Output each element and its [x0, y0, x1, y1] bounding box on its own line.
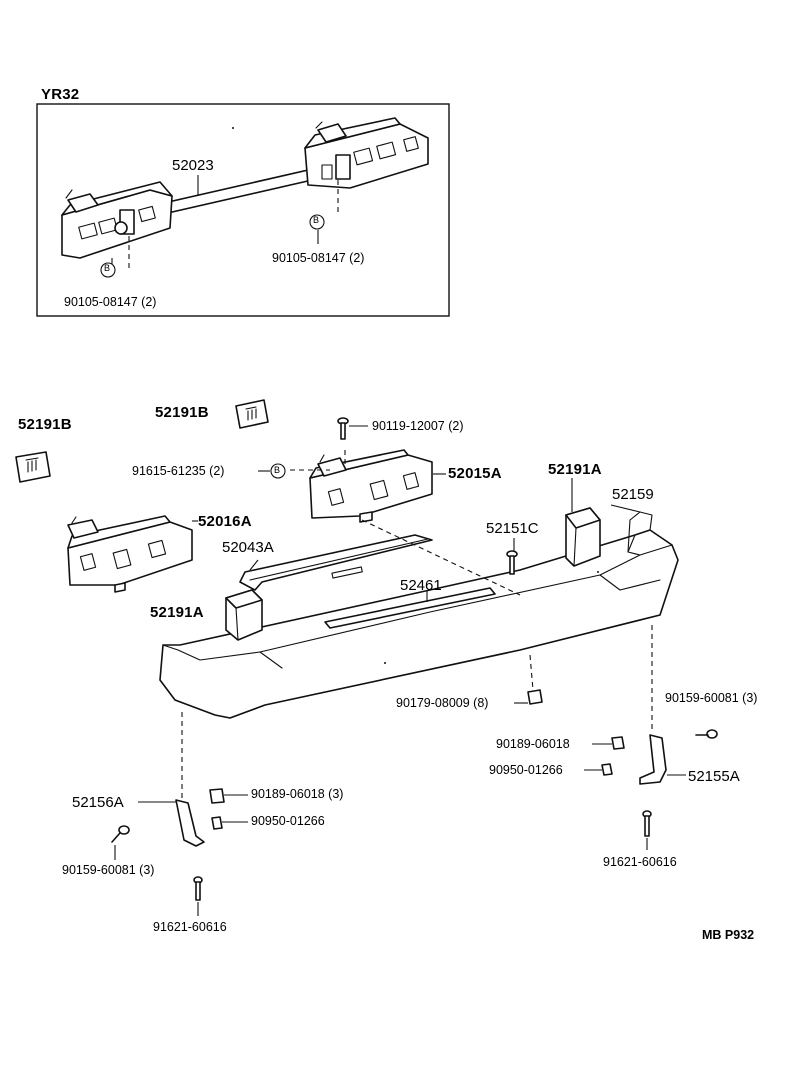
label-molding: 52461 [400, 577, 442, 594]
inset-b-marker-right: B [313, 215, 320, 225]
label-bracket-right: 52015A [448, 465, 502, 482]
nut-left-drawing [209, 788, 248, 804]
label-clip-bottom: 90179-08009 (8) [396, 696, 489, 710]
label-inset-bolt-right: 90105-08147 (2) [272, 251, 365, 265]
clip-bottom-drawing [514, 689, 543, 705]
nut-right-drawing [592, 736, 625, 750]
label-pad-top-center: 52191B [155, 404, 209, 421]
label-side-support-left: 52156A [72, 794, 124, 811]
inset-frame [36, 103, 450, 317]
label-pad-left: 52191A [150, 604, 204, 621]
label-screw-top: 90119-12007 (2) [372, 419, 464, 433]
pad-right-drawing [565, 478, 601, 567]
label-clip-b: 91615-61235 (2) [132, 464, 225, 478]
inset-b-marker-left: B [104, 263, 111, 273]
bolt-right-drawing [642, 810, 652, 850]
label-absorber: 52043A [222, 539, 274, 556]
pad-top-left-drawing [15, 451, 51, 483]
label-nut-left: 90189-06018 (3) [251, 787, 344, 801]
absorber-drawing [239, 534, 433, 591]
footer-code: MB P932 [702, 928, 755, 942]
label-washer-left: 90950-01266 [251, 814, 325, 828]
bolt-left-drawing [193, 876, 203, 916]
inset-right-bracket-drawing [304, 117, 429, 189]
label-bumper-cover: 52159 [612, 486, 654, 503]
label-pad-top-left: 52191B [18, 416, 72, 433]
washer-left-drawing [211, 816, 248, 830]
label-nut-right: 90189-06018 [496, 737, 570, 751]
pad-left-drawing [225, 589, 263, 641]
pad-top-center-drawing [235, 399, 269, 429]
label-retainer: 52151C [486, 520, 539, 537]
screw-left-drawing [111, 825, 130, 860]
screw-top-drawing [337, 417, 368, 440]
clip-b-marker: B [274, 465, 281, 475]
washer-right-drawing [584, 763, 613, 776]
bracket-left-drawing [67, 515, 193, 593]
label-pad-right: 52191A [548, 461, 602, 478]
screw-right-drawing [695, 729, 718, 739]
label-washer-right: 90950-01266 [489, 763, 563, 777]
label-inset-reinforcement: 52023 [172, 157, 214, 174]
bracket-right-drawing [309, 449, 446, 523]
label-screw-left: 90159-60081 (3) [62, 863, 155, 877]
label-screw-right: 90159-60081 (3) [665, 691, 758, 705]
clip-b-marker-circle [270, 463, 286, 479]
bumper-cover-drawing [159, 511, 679, 719]
inset-b-marker-right-circle [309, 214, 325, 230]
molding-drawing [324, 587, 496, 629]
label-side-support-right: 52155A [688, 768, 740, 785]
side-support-left-drawing [138, 799, 205, 847]
label-bolt-left: 91621-60616 [153, 920, 227, 934]
retainer-drawing [506, 550, 518, 575]
label-bolt-right: 91621-60616 [603, 855, 677, 869]
label-bracket-left: 52016A [198, 513, 252, 530]
inset-title: YR32 [41, 86, 80, 103]
side-support-right-drawing [639, 734, 686, 785]
label-inset-bolt-left: 90105-08147 (2) [64, 295, 157, 309]
inset-b-marker-left-circle [100, 262, 116, 278]
inset-left-bracket-drawing [61, 181, 173, 259]
